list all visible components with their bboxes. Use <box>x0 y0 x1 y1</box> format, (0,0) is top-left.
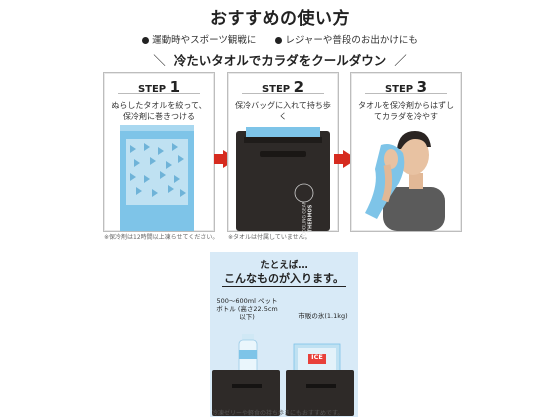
step-1-card: STEP 1 ぬらしたタオルを絞って、保冷剤に巻きつける <box>103 72 215 232</box>
ice-bag-text: ICE <box>311 353 323 361</box>
divider <box>222 286 346 287</box>
bottom-note: 冷凍ゼリーや軽食の持ち歩きにもおすすめです。 <box>212 410 344 417</box>
usage-list: 運動時やスポーツ観戦に レジャーや普段のお出かけにも <box>0 32 560 46</box>
step-2-text: 保冷バッグに入れて持ち歩く <box>235 101 331 121</box>
step-2-label: STEP 2 <box>261 78 305 96</box>
step-3-card: STEP 3 タオルを保冷剤からはずしてカラダを冷やす <box>350 72 462 232</box>
step-1-note: ※保冷剤は12時間以上凍らせてください。 <box>104 234 219 241</box>
divider <box>365 93 447 94</box>
step-3-label: STEP 3 <box>384 78 428 96</box>
step-1-illustration <box>104 125 214 231</box>
person-cooling-illustration <box>351 125 461 231</box>
divider <box>242 93 324 94</box>
bullet-icon <box>142 37 150 44</box>
bullet-icon <box>275 37 283 44</box>
step-2-note: ※タオルは付属していません。 <box>228 234 311 241</box>
capacity-intro: たとえば… <box>260 260 308 271</box>
divider <box>118 93 200 94</box>
cooler-bag-illustration <box>228 125 338 231</box>
capacity-panel: たとえば… こんなものが入ります。 500～600ml ペットボトル (高さ22… <box>210 252 358 417</box>
headline: ＼冷たいタオルでカラダをクールダウン／ <box>0 50 560 69</box>
capacity-headline: こんなものが入ります。 <box>224 272 344 285</box>
slash-left-icon: ＼ <box>153 53 166 68</box>
step-1-text: ぬらしたタオルを絞って、保冷剤に巻きつける <box>111 101 207 121</box>
step-1-label: STEP 1 <box>137 78 181 96</box>
step-2-card: STEP 2 保冷バッグに入れて持ち歩く COOLING GEAR THERMO… <box>227 72 339 236</box>
arrow-right-icon <box>334 154 344 164</box>
usage-item: 運動時やスポーツ観戦に <box>142 35 256 46</box>
slash-right-icon: ／ <box>394 53 407 68</box>
page-title: おすすめの使い方 <box>210 9 350 29</box>
usage-item: レジャーや普段のお出かけにも <box>275 35 418 46</box>
arrow-right-icon <box>214 154 224 164</box>
bottle-label: 500～600ml ペットボトル (高さ22.5cm以下) <box>216 297 278 321</box>
ice-label: 市販の氷(1.1kg) <box>298 312 348 320</box>
step-3-text: タオルを保冷剤からはずしてカラダを冷やす <box>358 101 454 121</box>
capacity-illustration <box>212 334 354 416</box>
